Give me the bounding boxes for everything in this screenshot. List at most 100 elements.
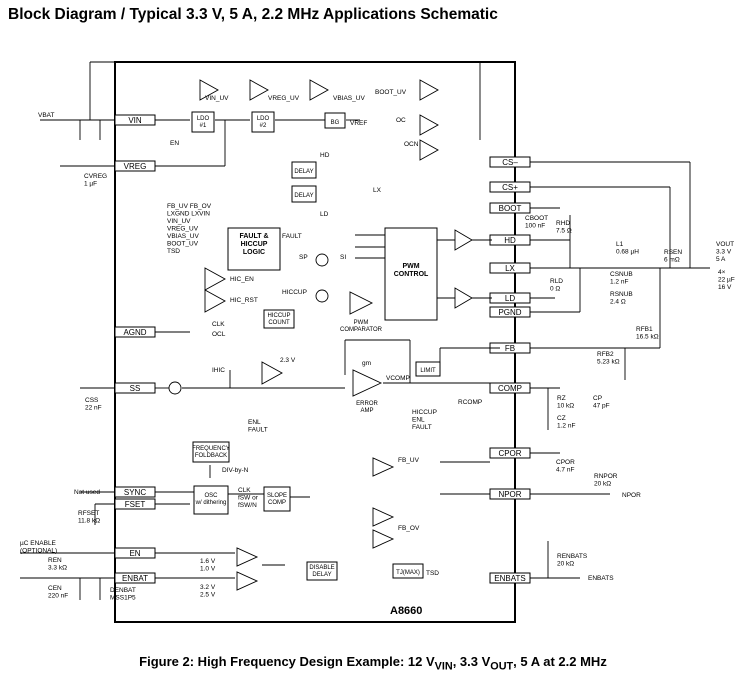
label-ihic: IHIC	[212, 367, 225, 374]
caption-part3: , 5 A at 2.2 MHz	[513, 654, 607, 669]
block-delay-3: DELAY	[294, 169, 313, 175]
caption-prefix: Figure 2: High Frequency Design Example:…	[139, 654, 435, 669]
label-hiccup: HICCUP	[282, 289, 307, 296]
label-enbats-out: ENBATS	[588, 575, 614, 582]
label-not-used: Not used	[74, 489, 100, 496]
label-uc-enable: µC ENABLE(OPTIONAL)	[20, 540, 57, 555]
pin-agnd: AGND	[123, 328, 146, 337]
pin-comp: COMP	[498, 384, 522, 393]
label-hd: HD	[320, 152, 330, 159]
label-fb-uv: FB_UV	[398, 457, 420, 464]
label-npor-out: NPOR	[622, 492, 641, 499]
block-limit-8: LIMIT	[420, 368, 436, 374]
label-oc: OC	[396, 117, 406, 124]
figure-caption: Figure 2: High Frequency Design Example:…	[0, 654, 746, 673]
label-gm: gm	[362, 360, 371, 367]
pin-enbat: ENBAT	[122, 574, 148, 583]
label-boot-uv: BOOT_UV	[375, 89, 407, 96]
label-fb-ov: FB_OV	[398, 525, 420, 532]
label-ld: LD	[320, 211, 329, 218]
caption-sub-vin: VIN	[434, 660, 453, 673]
label-vbias-uv: VBIAS_UV	[333, 95, 365, 102]
label-hic-en: HIC_EN	[230, 276, 254, 283]
pin-hd: HD	[504, 236, 516, 245]
label-sp: SP	[299, 254, 308, 261]
label-vin-uv: VIN_UV	[205, 95, 229, 102]
label-en-int: EN	[170, 140, 179, 147]
functional-blocks	[191, 111, 441, 581]
page-title: Block Diagram / Typical 3.3 V, 5 A, 2.2 …	[8, 6, 498, 23]
label-hic-rst: HIC_RST	[230, 297, 258, 304]
pin-lx: LX	[505, 264, 515, 273]
pin-en: EN	[129, 549, 140, 558]
block-bg-2: BG	[331, 120, 340, 126]
block-ldo2-1: LDO#2	[257, 116, 270, 129]
pin-fb: FB	[505, 344, 515, 353]
pin-boot: BOOT	[499, 204, 522, 213]
label-lx: LX	[373, 187, 382, 194]
pin-vreg: VREG	[124, 162, 147, 171]
pin-sync: SYNC	[124, 488, 146, 497]
label-ss-v: 2.3 V	[280, 357, 296, 364]
label-tsd: TSD	[426, 570, 439, 577]
sum-nodes	[168, 253, 329, 395]
label-ocl: OCL	[212, 331, 226, 338]
block-tsd_block-13: TJ(MAX)	[396, 570, 420, 576]
pin-npor: NPOR	[498, 490, 521, 499]
label-rcomp: RCOMP	[458, 399, 482, 406]
block-ldo1-0: LDO#1	[197, 116, 210, 129]
block-delay-4: DELAY	[294, 193, 313, 199]
pin-ld: LD	[505, 294, 515, 303]
caption-part2: , 3.3 V	[452, 654, 491, 669]
pin-pgnd: PGND	[498, 308, 521, 317]
label-si: SI	[340, 254, 346, 261]
pin-fset: FSET	[125, 500, 146, 509]
label-vbat: VBAT	[38, 112, 55, 119]
label-fault: FAULT	[282, 233, 302, 240]
label-dither: DIV-by-N	[222, 467, 249, 474]
chip-name: A8660	[390, 605, 422, 617]
pin-cs_plus: CS+	[502, 183, 518, 192]
pin-enbats: ENBATS	[494, 574, 525, 583]
caption-sub-vout: OUT	[490, 660, 514, 673]
label-ocn: OCN	[404, 141, 419, 148]
pin-vin: VIN	[128, 116, 142, 125]
label-vreg-uv: VREG_UV	[268, 95, 300, 102]
